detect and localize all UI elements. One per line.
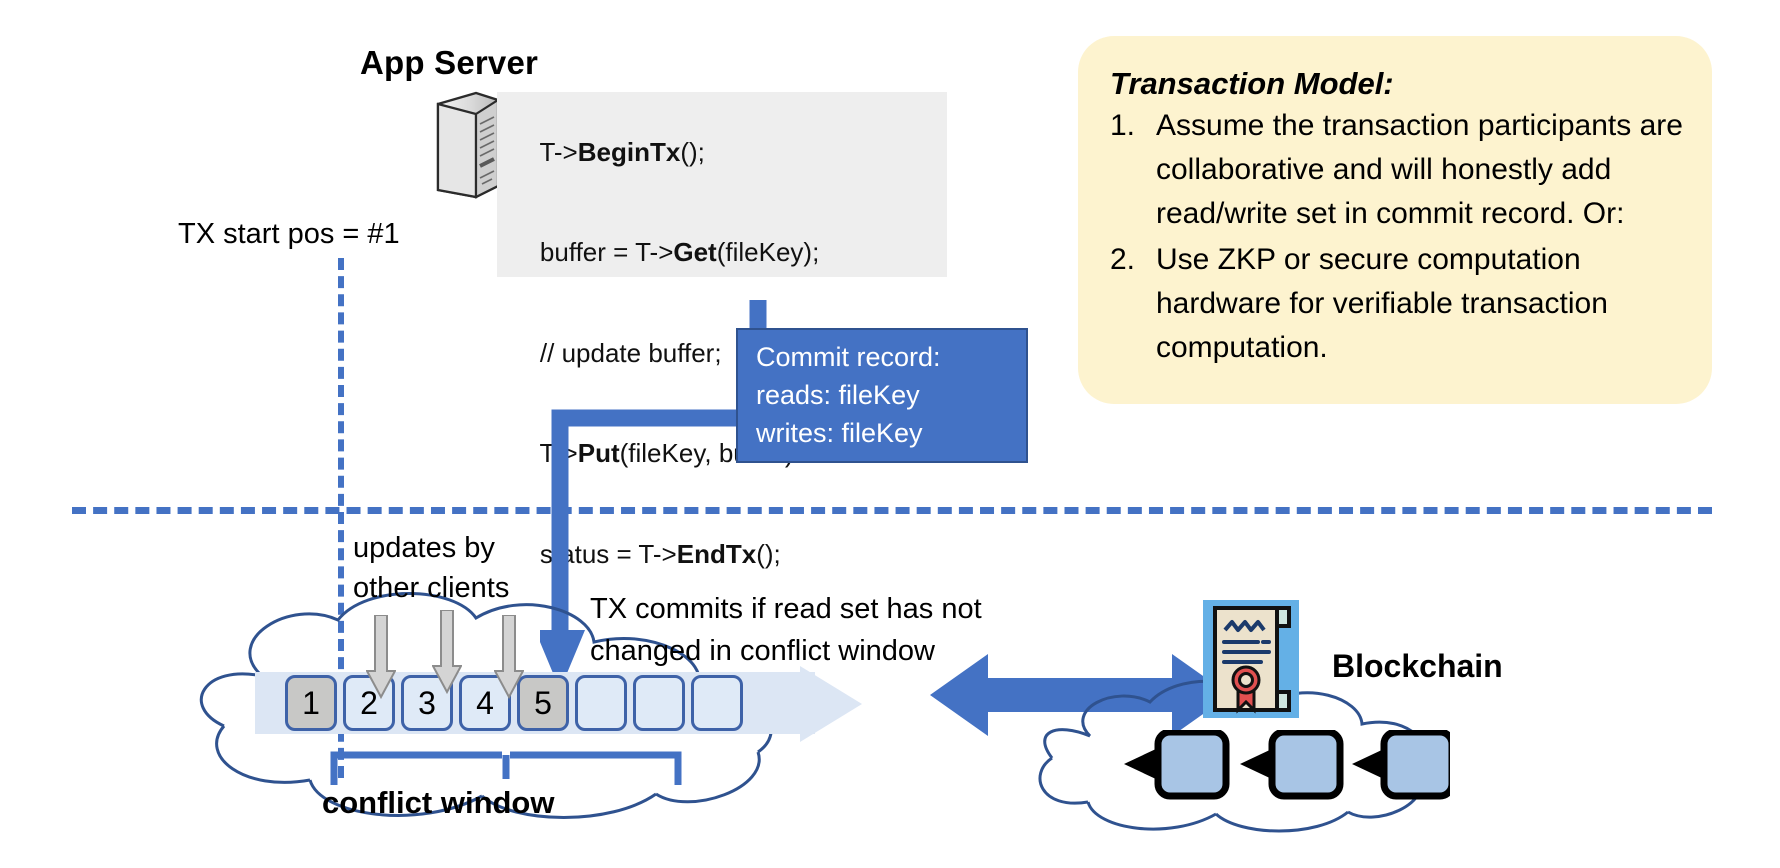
code-pre: T-> [539,136,578,167]
certificate-seal-icon [1203,600,1299,718]
ledger-block[interactable]: 1 [285,675,337,731]
code-line: T->BeginTx(); [511,102,935,203]
transaction-model-heading: Transaction Model: [1110,66,1394,101]
updates-label-line2: other clients [353,572,510,604]
bidirectional-sync-arrow [930,640,1230,750]
blockchain-block-chain [1090,728,1456,800]
conflict-window-brace [330,745,690,791]
code-line: buffer = T->Get(fileKey); [511,203,935,304]
code-pre: // update buffer; [539,337,722,368]
layer-divider-dashed-line [72,507,1712,514]
updates-label-line1: updates by [353,532,495,564]
ledger-continuation-chevron [800,660,890,748]
ledger-block[interactable]: 4 [459,675,511,731]
blockchain-block [1268,728,1344,800]
ledger-block[interactable] [575,675,627,731]
tx-start-position-label: TX start pos = #1 [178,218,400,250]
list-item: 1. Assume the transaction participants a… [1110,104,1686,236]
server-tower-icon [432,90,504,200]
code-pre: buffer = T-> [539,237,674,267]
update-arrow-icon [365,614,397,706]
commit-record-title: Commit record: [756,342,941,372]
commit-condition-note: TX commits if read set has not changed i… [590,588,982,672]
code-bold: Put [577,438,620,468]
list-item-number: 1. [1110,109,1136,142]
code-bold: Get [673,237,717,267]
blockchain-block [1380,728,1456,800]
transaction-code-block: T->BeginTx(); buffer = T->Get(fileKey); … [497,92,947,569]
transaction-model-card: Transaction Model: 1. Assume the transac… [1078,36,1712,404]
code-post: (fileKey); [716,237,820,267]
ledger-block[interactable] [691,675,743,731]
ledger-block-list: 1 2 3 4 5 [285,675,743,737]
list-item-number: 2. [1110,243,1136,276]
conflict-window-label: conflict window [322,785,555,820]
code-line: // update buffer; [511,303,935,404]
updates-by-other-clients-label: updates by other clients [353,528,509,608]
code-post: (); [756,538,781,569]
code-pre: status = T-> [539,538,677,569]
list-item-text: Use ZKP or secure computation hardware f… [1156,243,1608,364]
commit-record-reads: reads: fileKey [756,380,920,410]
ledger-block[interactable]: 5 [517,675,569,731]
ledger-cloud-shape [170,580,860,840]
ledger-block[interactable] [633,675,685,731]
commit-note-line1: TX commits if read set has not [590,593,982,625]
commit-record-writes: writes: fileKey [756,418,923,448]
app-server-title: App Server [360,44,539,81]
code-bold: EndTx [676,538,757,569]
tx-start-dashed-line [338,258,344,778]
code-line: status = T->EndTx(); [511,504,935,605]
code-post: (); [680,136,705,167]
list-item-text: Assume the transaction participants are … [1156,109,1683,230]
update-arrow-icon [493,614,525,706]
code-bold: BeginTx [577,136,681,167]
blockchain-label: Blockchain [1332,648,1503,684]
list-item: 2. Use ZKP or secure computation hardwar… [1110,238,1686,370]
blockchain-cloud-shape [1030,678,1450,848]
transaction-model-list: 1. Assume the transaction participants a… [1110,104,1686,370]
commit-note-line2: changed in conflict window [590,635,935,667]
update-arrow-icon [431,609,463,701]
blockchain-block [1154,728,1230,800]
commit-record-box: Commit record: reads: fileKey writes: fi… [736,328,1028,463]
